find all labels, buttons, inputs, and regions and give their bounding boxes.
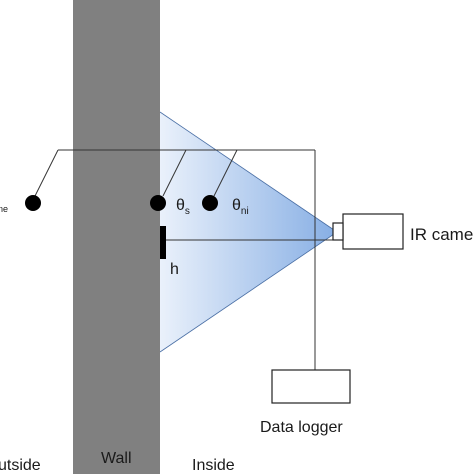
- indoor-air-sensor: [202, 195, 218, 211]
- ir-camera-icon: [332, 213, 404, 250]
- fov-lower-edge: [159, 231, 338, 353]
- ir-camera-label: IR camera: [410, 225, 474, 244]
- theta-s-label: θs: [176, 197, 190, 217]
- data-logger-box: [271, 369, 351, 404]
- heat-flux-plate-label: h: [170, 261, 179, 278]
- theta-ni-label: θni: [232, 197, 249, 217]
- ne-subscript-label: ne: [0, 204, 8, 214]
- inside-label: Inside: [192, 457, 235, 474]
- wall: [73, 0, 160, 474]
- heat-flux-plate: [160, 226, 166, 259]
- outdoor-air-sensor: [25, 195, 41, 211]
- camera-field-of-view: [160, 112, 337, 352]
- fov-upper-edge: [159, 111, 338, 233]
- sensor-wiring: [34, 149, 336, 372]
- outside-label: utside: [0, 457, 41, 474]
- surface-temperature-sensor: [150, 195, 166, 211]
- wall-label: Wall: [101, 450, 132, 467]
- data-logger-label: Data logger: [260, 419, 343, 436]
